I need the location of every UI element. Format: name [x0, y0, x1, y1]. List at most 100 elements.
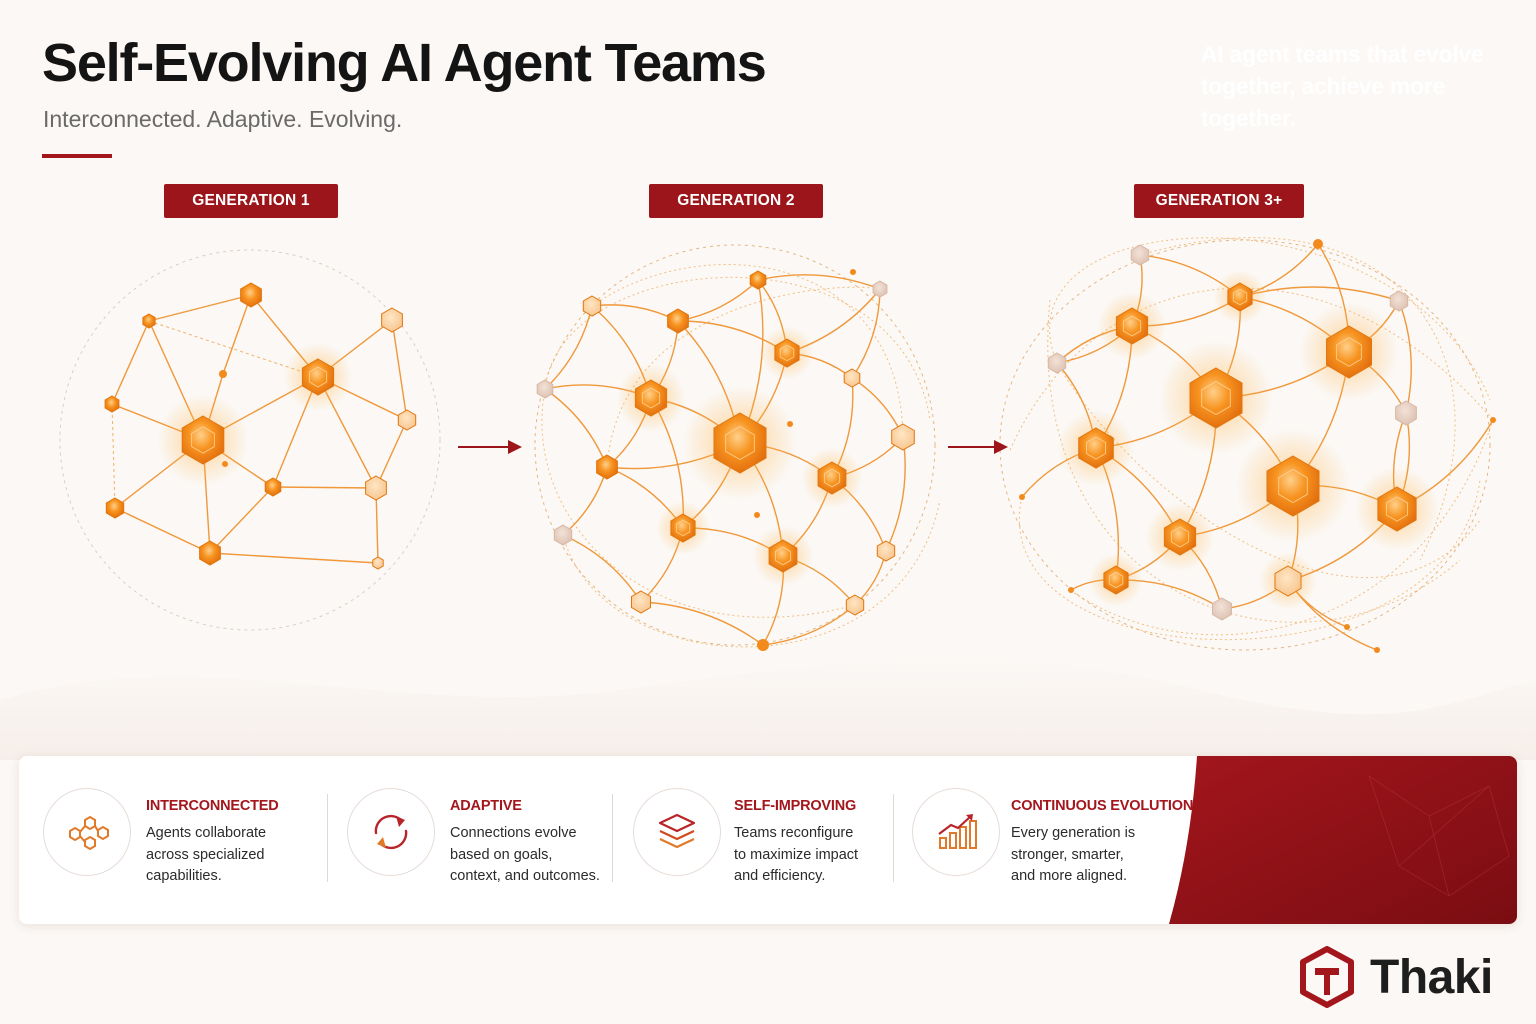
agent-node-icon — [891, 423, 915, 451]
feature-title: CONTINUOUS EVOLUTION — [1011, 798, 1194, 814]
agent-dot — [754, 512, 760, 518]
agent-node-core — [1232, 288, 1248, 306]
agent-node-icon — [301, 358, 335, 396]
dashed-link — [1139, 237, 1456, 561]
agent-node-icon — [872, 280, 888, 298]
agent-node-icon — [264, 477, 282, 497]
agent-link — [375, 487, 379, 564]
agent-node-icon — [105, 497, 125, 519]
agent-dot — [1068, 587, 1074, 593]
agent-node-icon — [843, 368, 861, 388]
arrow-gen1-to-gen2-icon — [458, 440, 522, 454]
agent-link — [762, 604, 856, 646]
hexagon-network-icon — [43, 788, 131, 876]
agent-node-icon — [381, 307, 403, 333]
agent-node-core — [774, 546, 792, 566]
agent-link — [111, 403, 116, 509]
feature-description: Agents collaborate across specialized ca… — [146, 825, 267, 884]
agent-node-icon — [774, 338, 800, 368]
agent-node-icon — [1047, 352, 1067, 374]
agent-dot — [1019, 494, 1025, 500]
agent-node-icon — [582, 295, 602, 317]
feature-self-improving: SELF-IMPROVING Teams reconfigure to maxi… — [613, 756, 893, 924]
agent-link — [640, 601, 764, 646]
agent-dot — [222, 461, 228, 467]
agent-node-core — [725, 425, 755, 461]
agent-node-icon — [240, 282, 262, 308]
agent-node-icon — [1326, 325, 1372, 379]
agent-link — [544, 388, 608, 468]
generation-1-badge: GENERATION 1 — [164, 184, 338, 218]
agent-node-icon — [365, 475, 387, 501]
agent-node-icon — [749, 270, 767, 290]
agent-node-icon — [104, 395, 120, 413]
dashed-link — [1069, 419, 1494, 636]
agent-network-diagram — [0, 237, 1536, 760]
generation-3-badge: GENERATION 3+ — [1134, 184, 1304, 218]
agent-link — [209, 486, 274, 554]
dashed-link — [544, 277, 931, 421]
agent-node-icon — [634, 379, 668, 417]
agent-dot — [787, 421, 793, 427]
feature-description: Every generation is stronger, smarter, a… — [1011, 825, 1136, 884]
agent-node-icon — [817, 461, 847, 495]
agent-link — [885, 436, 906, 552]
agent-node-icon — [1377, 486, 1417, 532]
agent-node-core — [675, 519, 691, 537]
agent-dot — [850, 269, 856, 275]
agent-dot — [219, 370, 227, 378]
arrow-gen2-to-gen3-icon — [948, 440, 1008, 454]
feature-title: SELF-IMPROVING — [734, 798, 857, 814]
agent-dot — [1313, 239, 1323, 249]
agent-node-icon — [631, 590, 651, 614]
agent-node-icon — [1078, 427, 1114, 469]
gen2-boundary — [534, 244, 936, 646]
refresh-cycle-icon — [347, 788, 435, 876]
agent-node-core — [1108, 571, 1124, 589]
feature-title: ADAPTIVE — [450, 798, 522, 814]
feature-interconnected: INTERCONNECTED Agents collaborate across… — [19, 756, 329, 924]
agent-link — [272, 486, 377, 489]
agent-node-core — [1201, 380, 1231, 416]
agent-node-core — [1278, 468, 1308, 504]
agent-node-icon — [1189, 367, 1243, 429]
agent-node-icon — [876, 540, 896, 562]
agent-node-core — [1122, 315, 1142, 337]
agent-link — [851, 288, 881, 379]
growth-chart-icon — [912, 788, 1000, 876]
generation-2-network — [536, 264, 941, 651]
agent-node-icon — [713, 412, 767, 474]
page-subtitle: Interconnected. Adaptive. Evolving. — [43, 106, 403, 132]
agent-node-core — [779, 344, 795, 362]
agent-node-core — [641, 387, 661, 409]
agent-node-icon — [142, 313, 156, 329]
agent-node-icon — [1163, 518, 1197, 556]
agent-dot — [1374, 647, 1380, 653]
feature-divider — [327, 794, 328, 882]
agent-link — [222, 294, 252, 375]
agent-node-icon — [768, 539, 798, 573]
tagline-text: AI agent teams that evolve together, ach… — [1201, 41, 1484, 131]
agent-node-icon — [1274, 565, 1302, 597]
agent-node-icon — [1103, 565, 1129, 595]
agent-node-icon — [845, 594, 865, 616]
agent-dot — [1490, 417, 1496, 423]
feature-divider — [893, 794, 894, 882]
agent-link — [114, 507, 211, 554]
agent-node-icon — [1212, 597, 1232, 621]
agent-link — [391, 319, 408, 421]
feature-summary-bar: INTERCONNECTED Agents collaborate across… — [19, 756, 1517, 924]
feature-divider — [612, 794, 613, 882]
agent-node-icon — [670, 513, 696, 543]
feature-continuous-evolution: CONTINUOUS EVOLUTION Every generation is… — [894, 756, 1193, 924]
agent-node-icon — [181, 415, 225, 465]
agent-node-icon — [536, 379, 554, 399]
agent-link — [375, 419, 408, 489]
agent-link — [562, 466, 608, 536]
feature-description: Teams reconfigure to maximize impact and… — [734, 825, 859, 884]
agent-node-icon — [397, 409, 417, 431]
agent-node-icon — [553, 524, 573, 546]
generation-3-network — [1009, 237, 1496, 653]
agent-node-icon — [1395, 400, 1417, 426]
